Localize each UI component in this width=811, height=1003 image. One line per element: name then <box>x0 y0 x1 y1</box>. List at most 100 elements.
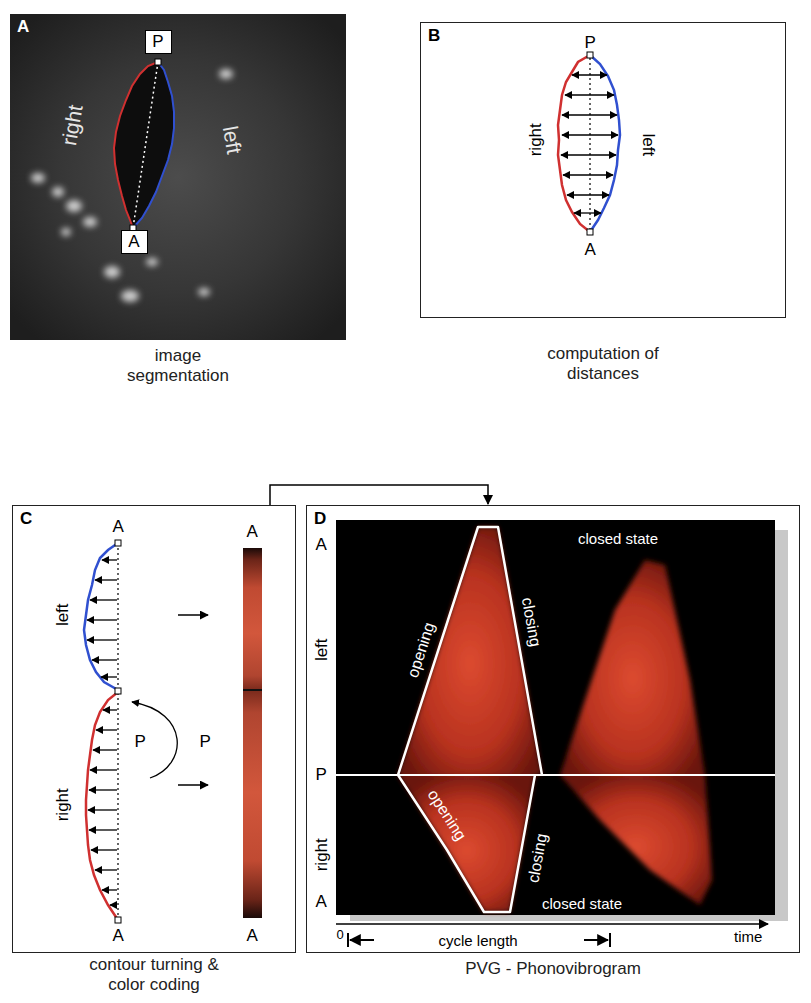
reflections <box>31 173 45 183</box>
distance-arrows <box>89 829 117 830</box>
end-point <box>155 59 161 65</box>
part-label: closed state <box>578 530 658 547</box>
distance-arrows <box>95 579 117 580</box>
bracket-bar <box>609 933 611 947</box>
panel-letter: D <box>314 509 326 529</box>
distance-arrows <box>95 869 117 870</box>
vibration-pattern <box>560 560 705 775</box>
reflections <box>198 288 210 296</box>
part-label: time <box>734 928 762 945</box>
part-label: A <box>247 522 258 542</box>
distance-arrows <box>563 174 613 175</box>
distance-arrows <box>87 560 117 905</box>
end-point <box>115 540 121 546</box>
point-tag: P <box>145 30 172 54</box>
distance-arrows <box>102 889 117 890</box>
part-label: P <box>316 765 327 785</box>
distance-arrows <box>562 134 618 135</box>
panel-letter: A <box>17 17 29 37</box>
part-label: P <box>585 33 596 53</box>
part-label: left <box>311 638 331 661</box>
point-tag: A <box>121 230 148 254</box>
part-label: right <box>52 788 72 821</box>
end-point <box>115 917 121 923</box>
vibration-pattern <box>398 775 535 912</box>
bracket-arrow <box>584 939 608 941</box>
glottis-image <box>10 14 346 340</box>
plot-ground <box>336 520 775 915</box>
coding-arrow <box>178 614 208 616</box>
panel-caption: computation of distances <box>533 344 673 385</box>
distance-arrows <box>96 729 117 730</box>
panel-caption: PVG - Phonovibrogram <box>465 959 641 979</box>
distance-arrows <box>89 789 117 790</box>
part-label: 0 <box>337 928 344 943</box>
contour-turning-figure <box>84 540 262 923</box>
bracket-arrow <box>350 939 374 941</box>
part-label: right <box>525 123 545 156</box>
part-label: A <box>113 517 124 537</box>
distance-arrows <box>87 619 117 620</box>
distance-arrows <box>110 904 117 905</box>
point-label: P <box>152 32 163 51</box>
reflections <box>104 266 120 278</box>
part-label: cycle length <box>439 932 518 949</box>
part-label: A <box>316 892 327 912</box>
distance-arrows <box>572 74 607 75</box>
color-bar <box>243 548 262 690</box>
image-ground <box>10 14 346 340</box>
left-contour <box>84 543 118 690</box>
point-label: A <box>128 232 139 251</box>
part-label: A <box>247 926 258 946</box>
figure-panel: Bcomputation of distances <box>420 22 786 318</box>
distance-arrows <box>90 769 117 770</box>
part-label: left <box>52 603 72 626</box>
figure-panel: Ccontour turning & color coding <box>12 505 296 953</box>
end-point <box>115 688 121 694</box>
panel-letter: C <box>20 509 32 529</box>
distance-arrows <box>90 599 117 600</box>
distance-arrows <box>103 709 117 710</box>
left-contour <box>590 55 620 232</box>
glottal-axis <box>117 543 118 920</box>
image-panel: Aimage segmentationPA <box>10 14 346 340</box>
distance-arrows <box>574 212 601 213</box>
phonovibrogram <box>336 520 788 947</box>
cycle-outline <box>398 527 542 775</box>
time-axis <box>336 923 768 925</box>
part-label: A <box>113 926 124 946</box>
glottal-axis <box>589 58 590 229</box>
end-point <box>587 52 593 58</box>
flow-connector <box>270 485 488 505</box>
distance-figure <box>558 52 620 235</box>
distance-arrows <box>93 749 117 750</box>
distance-arrows <box>561 154 616 155</box>
panel-caption: contour turning & color coding <box>74 955 234 996</box>
color-bar <box>243 690 262 918</box>
reflections <box>61 228 71 236</box>
left-contour <box>133 62 174 228</box>
distance-arrows <box>101 676 117 677</box>
reflections <box>121 290 139 302</box>
part-label: A <box>316 535 327 555</box>
distance-arrows <box>91 849 117 850</box>
distance-arrows <box>102 559 117 560</box>
cycle-outline <box>398 775 535 912</box>
distance-arrows <box>565 94 614 95</box>
part-label: P <box>135 732 146 752</box>
part-label: right <box>311 838 331 871</box>
part-label: A <box>585 240 596 260</box>
vibration-pattern <box>398 527 712 912</box>
reflections <box>146 258 158 266</box>
distance-arrows <box>561 75 618 213</box>
distance-arrows <box>88 809 117 810</box>
distance-arrows <box>567 194 609 195</box>
bracket-bar <box>347 933 349 947</box>
reflections <box>219 69 233 79</box>
vibration-pattern <box>560 775 712 905</box>
glottal-axis <box>133 62 158 228</box>
distance-arrows <box>562 114 617 115</box>
